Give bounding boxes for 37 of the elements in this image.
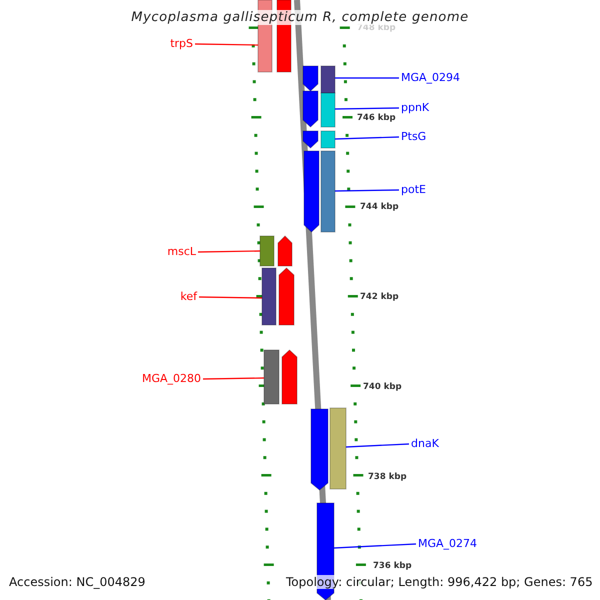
- leader-line: [335, 77, 399, 79]
- gene-feature: [302, 90, 336, 128]
- gene-label: potE: [401, 183, 426, 196]
- gene-feature: [262, 267, 294, 326]
- gene-feature: [304, 150, 336, 233]
- gene-label: mscL: [167, 245, 196, 258]
- gene-label: PtsG: [401, 130, 426, 143]
- gene-feature: [310, 408, 346, 491]
- leader-line: [194, 43, 258, 46]
- scale-label: 742 kbp: [360, 292, 399, 302]
- gene-label: trpS: [170, 37, 193, 50]
- scale-label: 740 kbp: [363, 382, 402, 392]
- leader-line: [334, 136, 400, 140]
- leader-line: [346, 443, 410, 448]
- gene-feature: [264, 349, 298, 404]
- gene-label: MGA_0280: [142, 372, 201, 385]
- leader-line: [334, 189, 400, 192]
- map-title: Mycoplasma gallisepticum R, complete genome: [131, 10, 469, 25]
- scale-label: 744 kbp: [360, 202, 399, 212]
- scale-label: 738 kbp: [368, 472, 407, 482]
- footer-text: Topology: circular; Length: 996,422 bp; Genes: 765: [286, 575, 593, 589]
- gene-label: dnaK: [411, 437, 439, 450]
- scale-label: 736 kbp: [373, 561, 412, 571]
- gene-label: ppnK: [401, 101, 430, 114]
- gene-feature: [260, 235, 292, 266]
- scale-label: 746 kbp: [357, 113, 396, 123]
- gene-label: kef: [180, 290, 197, 303]
- leader-line: [198, 296, 262, 299]
- footer-text: Accession: NC_004829: [9, 575, 146, 589]
- gene-feature: [302, 130, 336, 149]
- gene-label: MGA_0294: [401, 71, 460, 84]
- leader-line: [334, 543, 416, 549]
- gene-feature: [302, 66, 336, 94]
- leader-line: [198, 250, 260, 253]
- gene-label: MGA_0274: [418, 537, 478, 550]
- leader-line: [334, 107, 400, 110]
- leader-line: [202, 377, 264, 380]
